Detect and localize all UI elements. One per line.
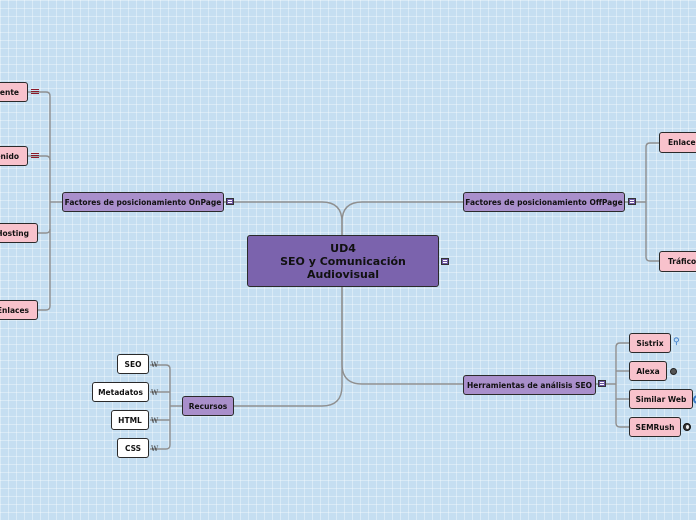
note-icon[interactable] — [31, 89, 39, 96]
recurso-item-metadatos[interactable]: Metadatos — [92, 382, 149, 402]
onpage-item-hosting[interactable]: Hosting — [0, 223, 38, 243]
note-icon[interactable] — [598, 380, 606, 387]
wikipedia-icon[interactable]: W — [151, 417, 159, 425]
offpage-item-trafico[interactable]: Tráfico — [659, 251, 696, 272]
branch-recursos[interactable]: Recursos — [182, 396, 234, 416]
similarweb-icon[interactable] — [693, 395, 696, 404]
branch-onpage-label: Factores de posicionamiento OnPage — [64, 197, 222, 207]
branch-herramientas-label: Herramientas de análisis SEO — [466, 380, 593, 390]
branch-offpage[interactable]: Factores de posicionamiento OffPage — [463, 192, 625, 212]
tool-item-sistrix-label: Sistrix — [636, 338, 664, 348]
recurso-item-metadatos-label: Metadatos — [98, 387, 143, 397]
branch-offpage-label: Factores de posicionamiento OffPage — [465, 197, 623, 207]
branch-onpage[interactable]: Factores de posicionamiento OnPage — [62, 192, 224, 212]
onpage-item-hosting-label: Hosting — [0, 228, 29, 238]
tool-item-alexa-label: Alexa — [636, 366, 660, 376]
tool-item-semrush-label: SEMRush — [635, 422, 675, 432]
tool-item-similarweb[interactable]: Similar Web — [629, 389, 693, 409]
wikipedia-icon[interactable]: W — [151, 445, 159, 453]
search-icon[interactable]: ⚲ — [673, 337, 680, 347]
onpage-item-1[interactable]: mente — [0, 82, 28, 102]
offpage-item-enlaces-label: Enlaces — [668, 138, 696, 147]
tool-item-similarweb-label: Similar Web — [635, 394, 687, 404]
recurso-item-seo[interactable]: SEO — [117, 354, 149, 374]
wikipedia-icon[interactable]: W — [151, 361, 159, 369]
root-topic[interactable]: UD4 SEO y Comunicación Audiovisual — [247, 235, 439, 287]
recurso-item-css-label: CSS — [124, 443, 142, 453]
onpage-item-enlaces[interactable]: Enlaces — [0, 300, 38, 320]
tool-item-sistrix[interactable]: Sistrix — [629, 333, 671, 353]
root-title-line1: UD4 — [330, 241, 356, 255]
alexa-icon[interactable] — [670, 368, 677, 375]
recurso-item-html-label: HTML — [118, 415, 142, 425]
note-icon[interactable] — [31, 153, 39, 160]
wikipedia-icon[interactable]: W — [151, 389, 159, 397]
note-icon[interactable] — [226, 198, 234, 205]
recurso-item-seo-label: SEO — [124, 359, 142, 369]
tool-item-alexa[interactable]: Alexa — [629, 361, 667, 381]
branch-herramientas[interactable]: Herramientas de análisis SEO — [463, 375, 596, 395]
tool-item-semrush[interactable]: SEMRush — [629, 417, 681, 437]
root-title-line2: SEO y Comunicación — [280, 254, 406, 268]
offpage-item-trafico-label: Tráfico — [668, 257, 696, 266]
onpage-item-enlaces-label: Enlaces — [0, 305, 29, 315]
onpage-item-1-label: mente — [0, 87, 19, 97]
recurso-item-css[interactable]: CSS — [117, 438, 149, 458]
globe-icon[interactable] — [683, 423, 691, 431]
recurso-item-html[interactable]: HTML — [111, 410, 149, 430]
note-icon[interactable] — [628, 198, 636, 205]
branch-recursos-label: Recursos — [188, 401, 228, 411]
offpage-item-enlaces[interactable]: Enlaces — [659, 132, 696, 153]
note-icon[interactable] — [441, 258, 449, 265]
root-title-line3: Audiovisual — [306, 267, 380, 281]
